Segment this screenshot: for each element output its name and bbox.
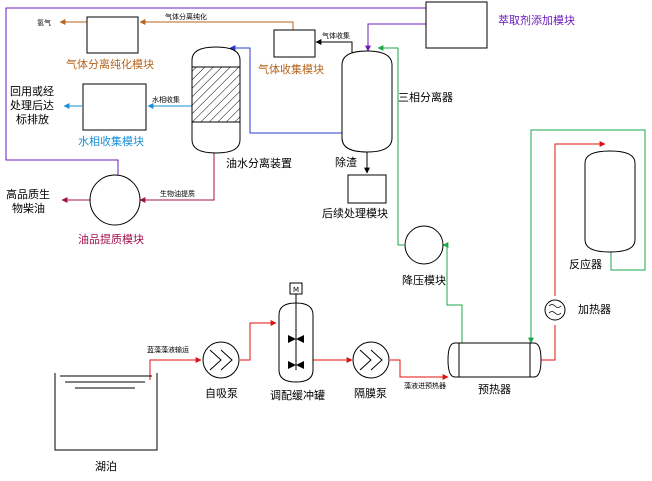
extractant-module-label: 萃取剂添加模块 (498, 13, 575, 27)
gas-purify-box (86, 16, 139, 54)
lake (54, 373, 158, 451)
flow-algae-transport: 蓝藻藻液输运 (147, 345, 189, 354)
flow-gas-collect: 气体收集 (322, 31, 350, 40)
pipe-oil-water-to-upgrade (139, 152, 215, 203)
reactor-label: 反应器 (569, 257, 602, 271)
depressure-circle (404, 225, 444, 265)
pipe-lake-to-pump (149, 357, 202, 380)
diaphragm-pump-label: 隔膜泵 (354, 387, 387, 400)
extractant-module-box (425, 1, 488, 49)
heater (544, 299, 566, 321)
preheater (447, 342, 542, 378)
lake-label: 湖泊 (95, 460, 117, 473)
gas-collect-box (273, 29, 316, 58)
oil-water-separator (191, 46, 241, 154)
pipe-preheater-to-depressure (442, 242, 463, 343)
hydrogen-label: 氢气 (37, 18, 51, 27)
oil-upgrade-circle (89, 174, 141, 226)
oil-upgrade-label: 油品提质模块 (78, 232, 144, 246)
flow-water-collect: 水相收集 (152, 95, 180, 104)
three-phase-label: 三相分离器 (398, 90, 453, 104)
flow-bio-oil: 生物油提质 (160, 189, 195, 198)
depressure-label: 降压模块 (402, 273, 446, 287)
gas-purify-label: 气体分离纯化模块 (66, 57, 154, 71)
preheater-label: 预热器 (478, 383, 511, 396)
pipe-diaphragm-to-preheater (390, 359, 449, 380)
pipe-heater-to-reactor (554, 141, 606, 296)
three-phase-separator (341, 50, 393, 153)
self-priming-pump (202, 341, 240, 379)
water-collect-label: 水相收集模块 (78, 134, 144, 148)
slag-label: 除渣 (335, 155, 357, 169)
pipe-pump-to-tank (240, 320, 277, 361)
motor-label: M (293, 286, 299, 294)
reactor-vessel (584, 150, 636, 253)
pipe-extractant-loop (5, 7, 426, 175)
water-collect-box (82, 83, 147, 131)
mixing-tank (278, 282, 314, 383)
diaphragm-pump (352, 341, 390, 379)
reuse-label-3: 标排放 (16, 112, 49, 126)
pipe-separator-to-oil-water (229, 45, 342, 134)
pipe-reactor-to-preheater (528, 129, 646, 344)
reuse-label-2: 处理后达 (10, 99, 54, 112)
biodiesel-label-1: 高品质生 (6, 187, 50, 201)
flow-gas-purify: 气体分离纯化 (165, 12, 207, 21)
pipe-gas-collect-to-purify (139, 19, 294, 30)
pipe-preheater-to-heater (541, 325, 556, 361)
reuse-label-1: 回用或经 (10, 85, 54, 98)
flow-algae-preheater: 藻液进预热器 (404, 381, 446, 390)
post-treat-label: 后续处理模块 (322, 206, 388, 220)
mixing-tank-label: 调配缓冲罐 (270, 388, 325, 402)
heater-label: 加热器 (578, 303, 611, 316)
gas-collect-label: 气体收集模块 (258, 62, 324, 76)
oil-water-label: 油水分离装置 (226, 156, 292, 170)
pipe-depressure-to-separator (377, 45, 404, 246)
post-treat-box (347, 174, 387, 204)
biodiesel-label-2: 物柴油 (12, 201, 45, 215)
self-priming-pump-label: 自吸泵 (205, 387, 238, 400)
pipe-extractant-to-separator (365, 23, 426, 52)
